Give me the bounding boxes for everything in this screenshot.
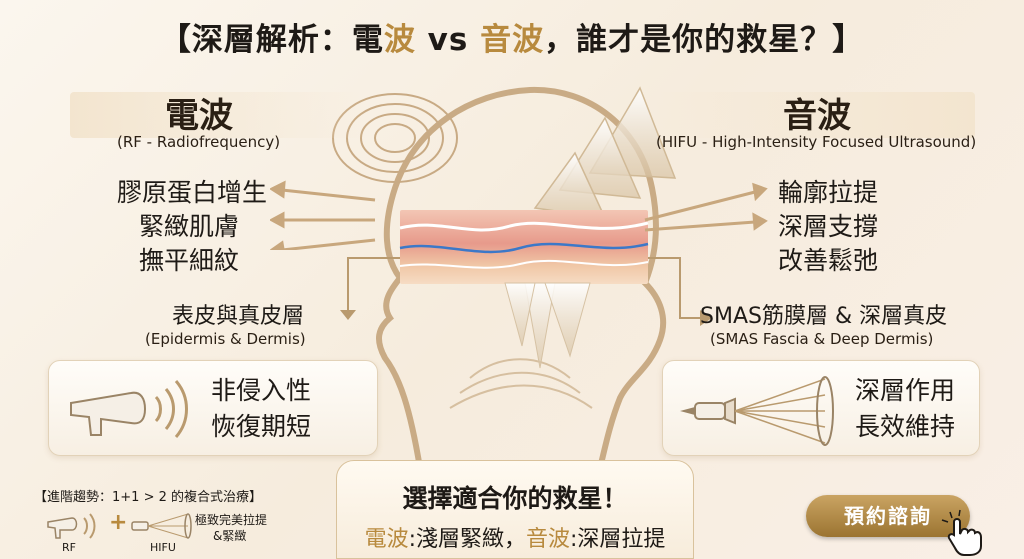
hifu-header-bar xyxy=(655,92,975,138)
hifu-mini-icon xyxy=(131,513,192,539)
book-consultation-button[interactable]: 預約諮詢 xyxy=(806,495,970,537)
rf-arrows xyxy=(270,180,376,250)
hifu-layer-subtitle: (SMAS Fascia & Deep Dermis) xyxy=(710,330,934,348)
hifu-feature-card: 深層作用 長效維持 xyxy=(662,360,980,456)
rf-subheading: (RF - Radiofrequency) xyxy=(117,133,281,151)
hifu-benefit: 輪廓拉提 xyxy=(778,178,879,207)
rf-benefit: 膠原蛋白增生 xyxy=(117,178,268,207)
rf-benefit: 緊緻肌膚 xyxy=(139,212,240,241)
page-title: 【深層解析：電波 vs 音波，誰才是你的救星？】 xyxy=(159,22,865,58)
trend-note: 極致完美拉提 &緊緻 xyxy=(195,513,268,543)
hifu-device-icon xyxy=(680,376,834,446)
rf-device-icon xyxy=(70,380,188,438)
rf-feature-card: 非侵入性 恢復期短 xyxy=(48,360,378,456)
hifu-layer-title: SMAS筋膜層 & 深層真皮 xyxy=(700,304,948,329)
cta-box: 選擇適合你的救星！ 電波:淺層緊緻，音波:深層拉提 xyxy=(336,460,694,559)
rf-mini-label: RF xyxy=(62,541,76,554)
rf-benefit: 撫平細紋 xyxy=(139,246,240,275)
hifu-card-text: 深層作用 長效維持 xyxy=(855,376,956,441)
rf-header-bar xyxy=(70,92,370,138)
hifu-benefit: 深層支撐 xyxy=(778,212,879,241)
hifu-subheading: (HIFU - High-Intensity Focused Ultrasoun… xyxy=(656,133,977,151)
hifu-benefit: 改善鬆弛 xyxy=(778,246,879,275)
cta-main: 選擇適合你的救星！ xyxy=(402,484,628,513)
rf-heading: 電波 xyxy=(165,96,233,136)
cta-sub: 電波:淺層緊緻，音波:深層拉提 xyxy=(364,527,666,552)
pointer-hand-icon xyxy=(941,509,982,556)
rf-benefits: 膠原蛋白增生 緊緻肌膚 撫平細紋 xyxy=(117,176,267,278)
hifu-mini-label: HIFU xyxy=(150,541,176,554)
trend-label: 【進階趨勢：1+1 > 2 的複合式治療】 xyxy=(34,490,262,505)
rf-card-text: 非侵入性 恢復期短 xyxy=(211,376,312,441)
head-illustration xyxy=(332,86,712,468)
rf-mini-icon xyxy=(47,513,96,539)
rf-layer-title: 表皮與真皮層 xyxy=(172,304,305,329)
hifu-heading: 音波 xyxy=(783,96,851,136)
plus-sign: + xyxy=(109,510,128,535)
hifu-benefits: 輪廓拉提 深層支撐 改善鬆弛 xyxy=(778,176,878,278)
rf-layer-subtitle: (Epidermis & Dermis) xyxy=(145,330,306,348)
hifu-arrows xyxy=(644,182,768,232)
